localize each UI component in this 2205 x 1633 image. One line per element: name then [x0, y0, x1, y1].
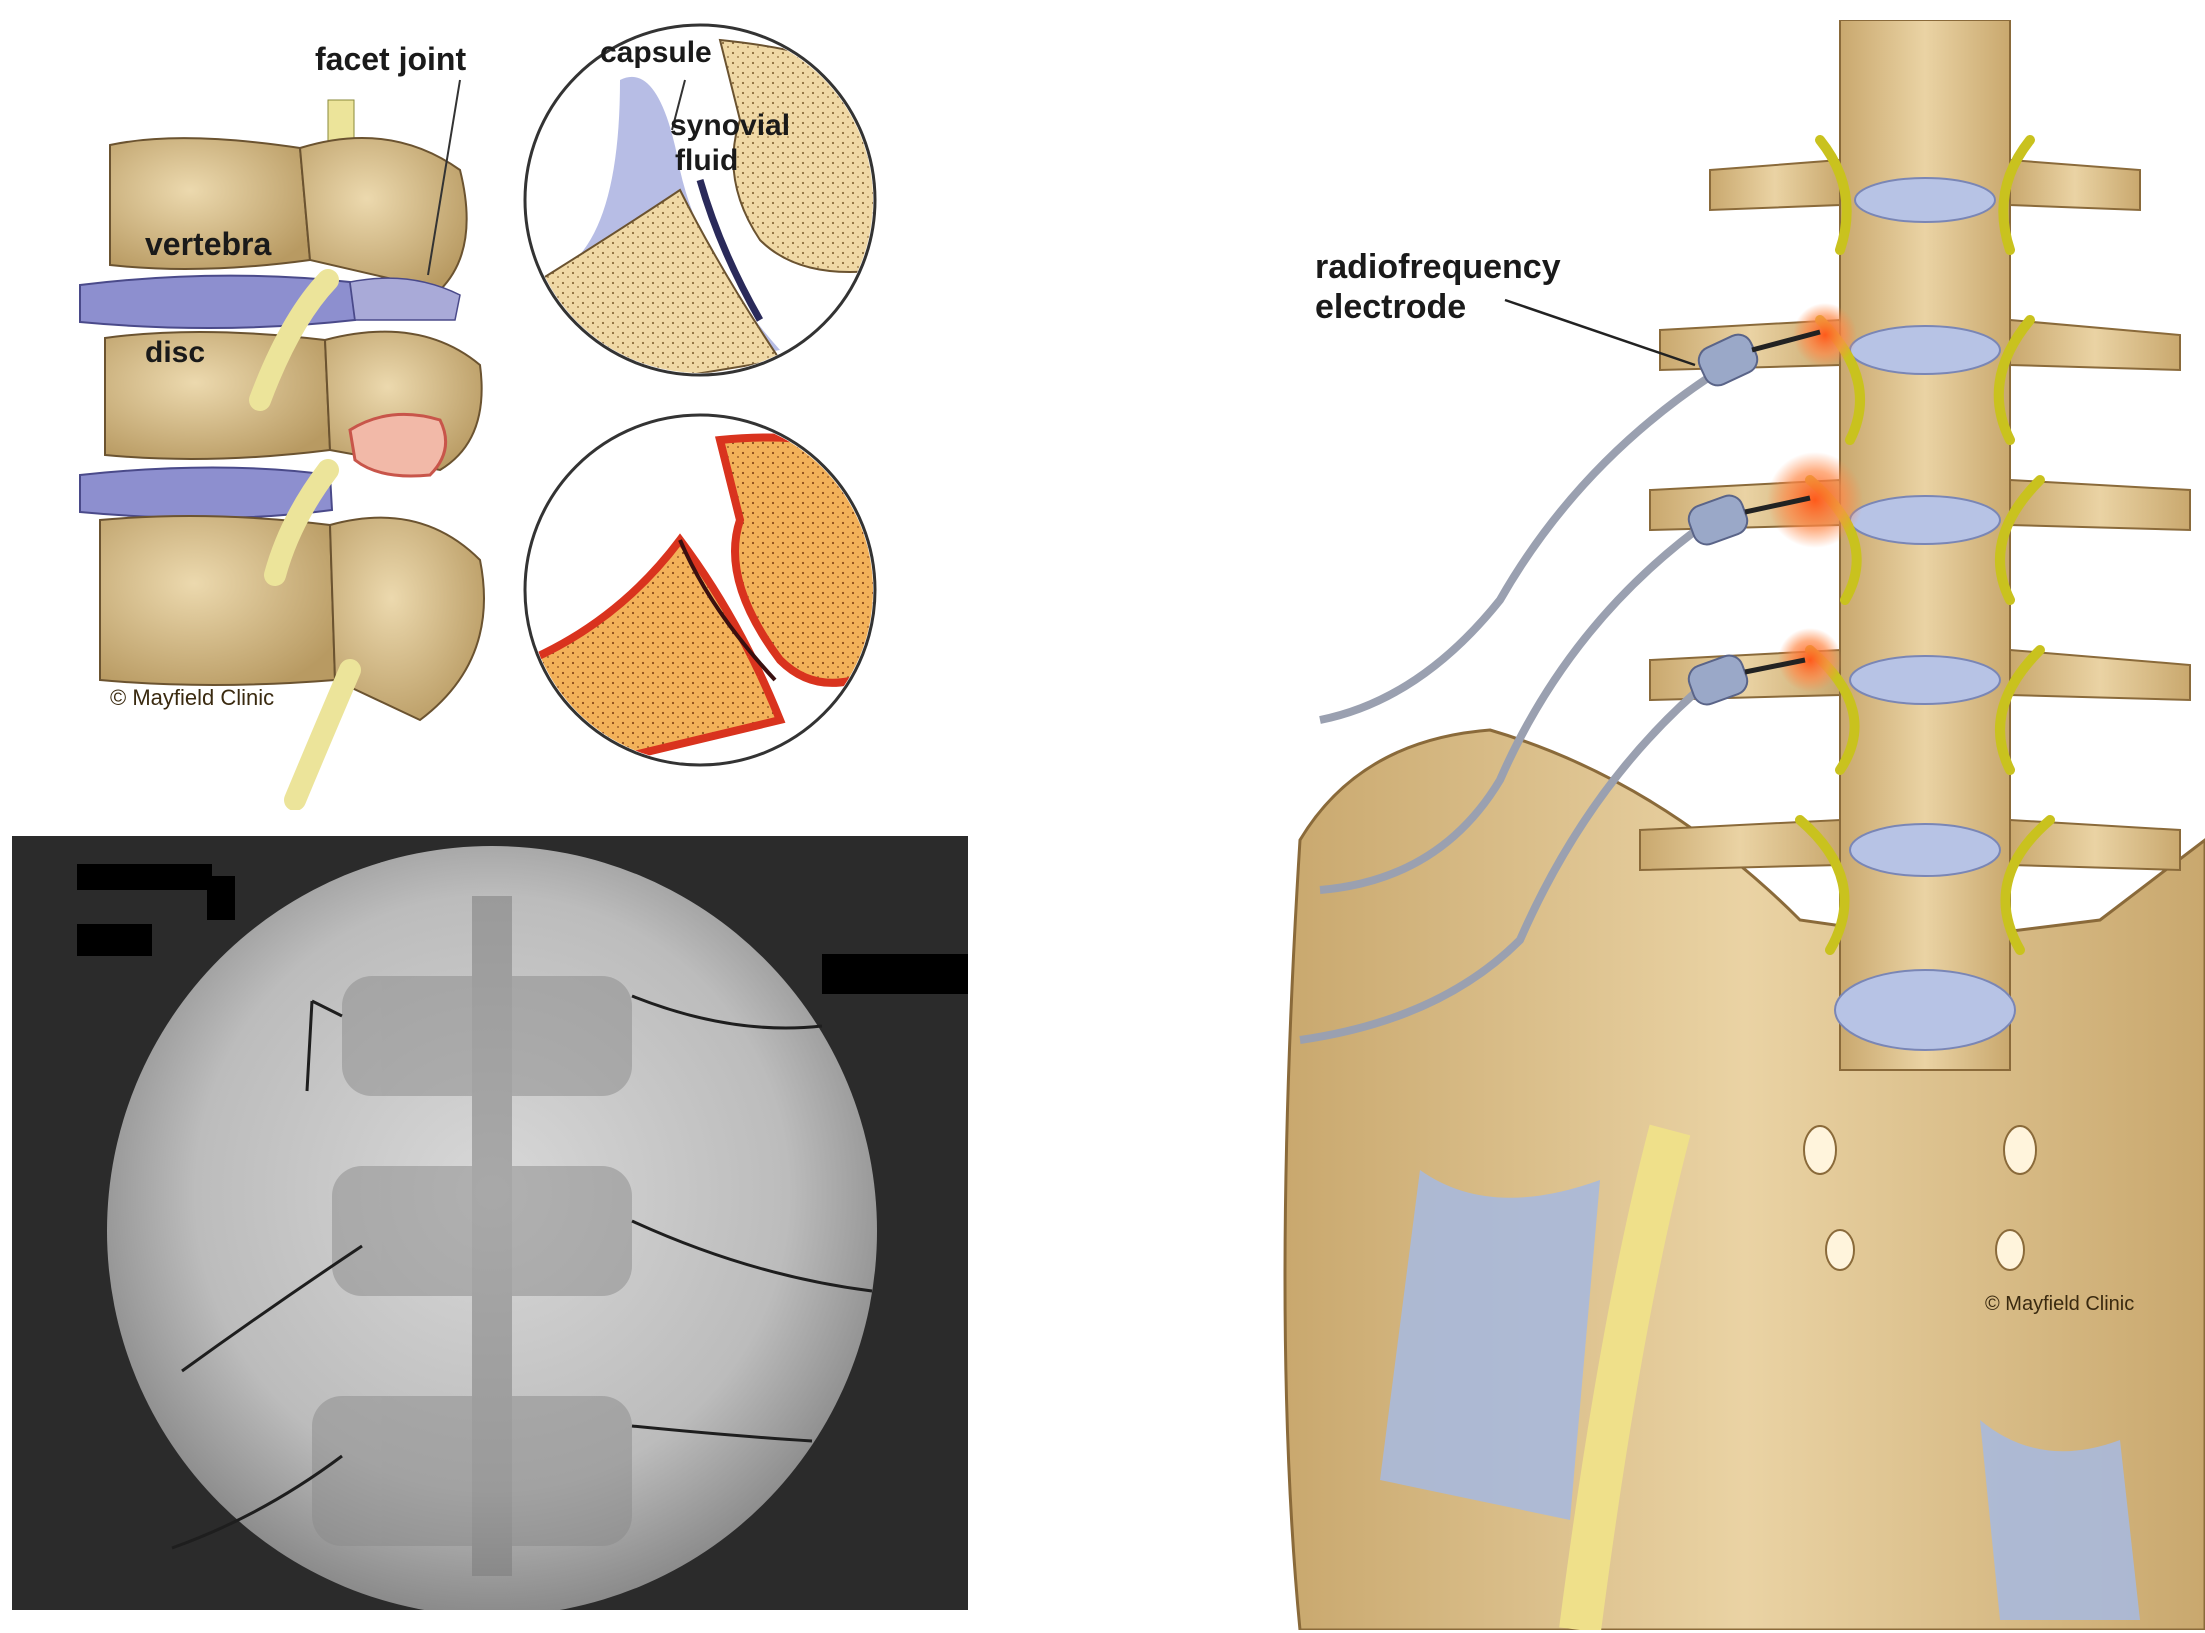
xray-image: [12, 836, 968, 1610]
nerve-root-3: [295, 670, 350, 800]
xray-spine: [312, 896, 632, 1576]
label-facet-joint: facet joint: [315, 41, 466, 77]
label-synovial: synovial: [670, 109, 790, 142]
ablation-site-2: [1767, 452, 1863, 548]
label-electrode: electrode: [1315, 288, 1466, 326]
label-radiofrequency: radiofrequency: [1315, 248, 1561, 286]
label-fluid: fluid: [675, 144, 738, 177]
vertebra-body-middle: [105, 332, 330, 459]
label-disc: disc: [145, 336, 205, 369]
ablation-site-3: [1778, 628, 1842, 692]
fluoroscopy-xray: [12, 836, 968, 1610]
arthritic-facet: [350, 414, 446, 476]
inset-arthritic-joint: [525, 415, 880, 780]
vertebra-body-lower: [100, 516, 335, 685]
inset-healthy-joint: [525, 25, 880, 400]
label-mayfield-credit: © Mayfield Clinic: [110, 685, 274, 710]
label-vertebra: vertebra: [145, 226, 272, 262]
radiofrequency-diagram: radiofrequency electrode © Mayfield Clin…: [1240, 20, 2205, 1630]
label-rf-credit: © Mayfield Clinic: [1985, 1293, 2134, 1315]
label-capsule: capsule: [600, 36, 712, 69]
facet-joint-diagram: facet joint capsule synovial fluid verte…: [60, 20, 880, 810]
radiofrequency-illustration: radiofrequency electrode © Mayfield Clin…: [1240, 20, 2205, 1630]
facet-joint-illustration: facet joint capsule synovial fluid verte…: [60, 20, 880, 810]
facet-upper: [300, 138, 467, 290]
